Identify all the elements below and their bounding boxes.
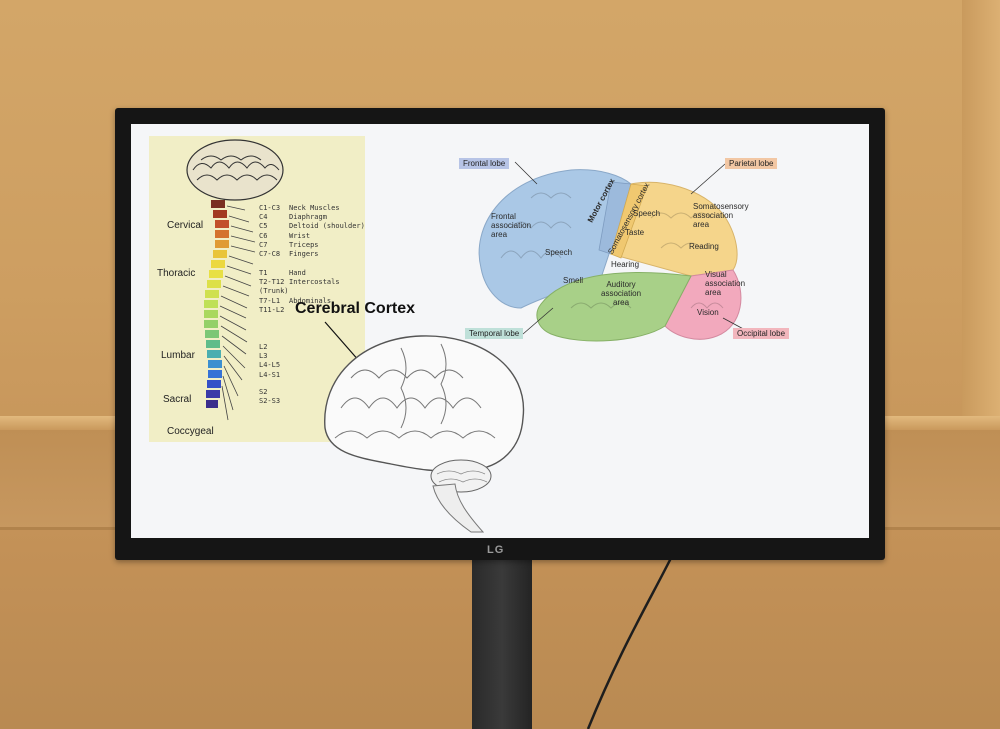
parietal-lobe-tag: Parietal lobe [725, 158, 778, 169]
wall-corner [962, 0, 1000, 420]
level-row: L3 [259, 352, 268, 361]
temporal-lobe-tag: Temporal lobe [465, 328, 524, 339]
frontal-lobe-tag: Frontal lobe [459, 158, 510, 169]
cerebral-cortex-title: Cerebral Cortex [295, 300, 416, 317]
region-label-thoracic: Thoracic [157, 268, 196, 279]
region-label-lumbar: Lumbar [161, 350, 195, 361]
level-row: L4-L5 [259, 361, 281, 370]
monitor-brand-logo: LG [487, 544, 505, 556]
region-label-cervical: Cervical [167, 220, 204, 231]
vision-label: Vision [697, 308, 719, 317]
level-row: L2 [259, 343, 268, 351]
spinal-cord-figure: Cervical Thoracic Lumbar Sacral Coccygea… [149, 136, 365, 442]
spinal-cord-illustration [186, 139, 284, 421]
taste-label: Taste [625, 228, 645, 237]
monitor-screen: Cervical Thoracic Lumbar Sacral Coccygea… [131, 124, 869, 538]
cerebral-cortex-illustration [324, 321, 525, 533]
region-label-sacral: Sacral [163, 394, 192, 405]
occipital-lobe-tag: Occipital lobe [733, 328, 790, 339]
level-row: L4-S1 [259, 370, 281, 379]
brain-lobes-illustration [478, 161, 750, 342]
region-label-coccygeal: Coccygeal [167, 426, 214, 437]
speech-left-label: Speech [545, 248, 573, 257]
lumbar-level-list: L2 L3 L4-L5 L4-S1 [259, 343, 280, 380]
hearing-label: Hearing [611, 260, 640, 269]
smell-label: Smell [563, 276, 584, 285]
level-row: T11-L2 [259, 305, 285, 314]
level-row: S2 [259, 388, 268, 396]
speech-top-label: Speech [633, 209, 661, 218]
monitor-stand [472, 556, 532, 729]
reading-label: Reading [689, 242, 719, 251]
level-row: S2-S3 [259, 397, 281, 406]
sacral-level-list: S2 S2-S3 [259, 388, 280, 406]
